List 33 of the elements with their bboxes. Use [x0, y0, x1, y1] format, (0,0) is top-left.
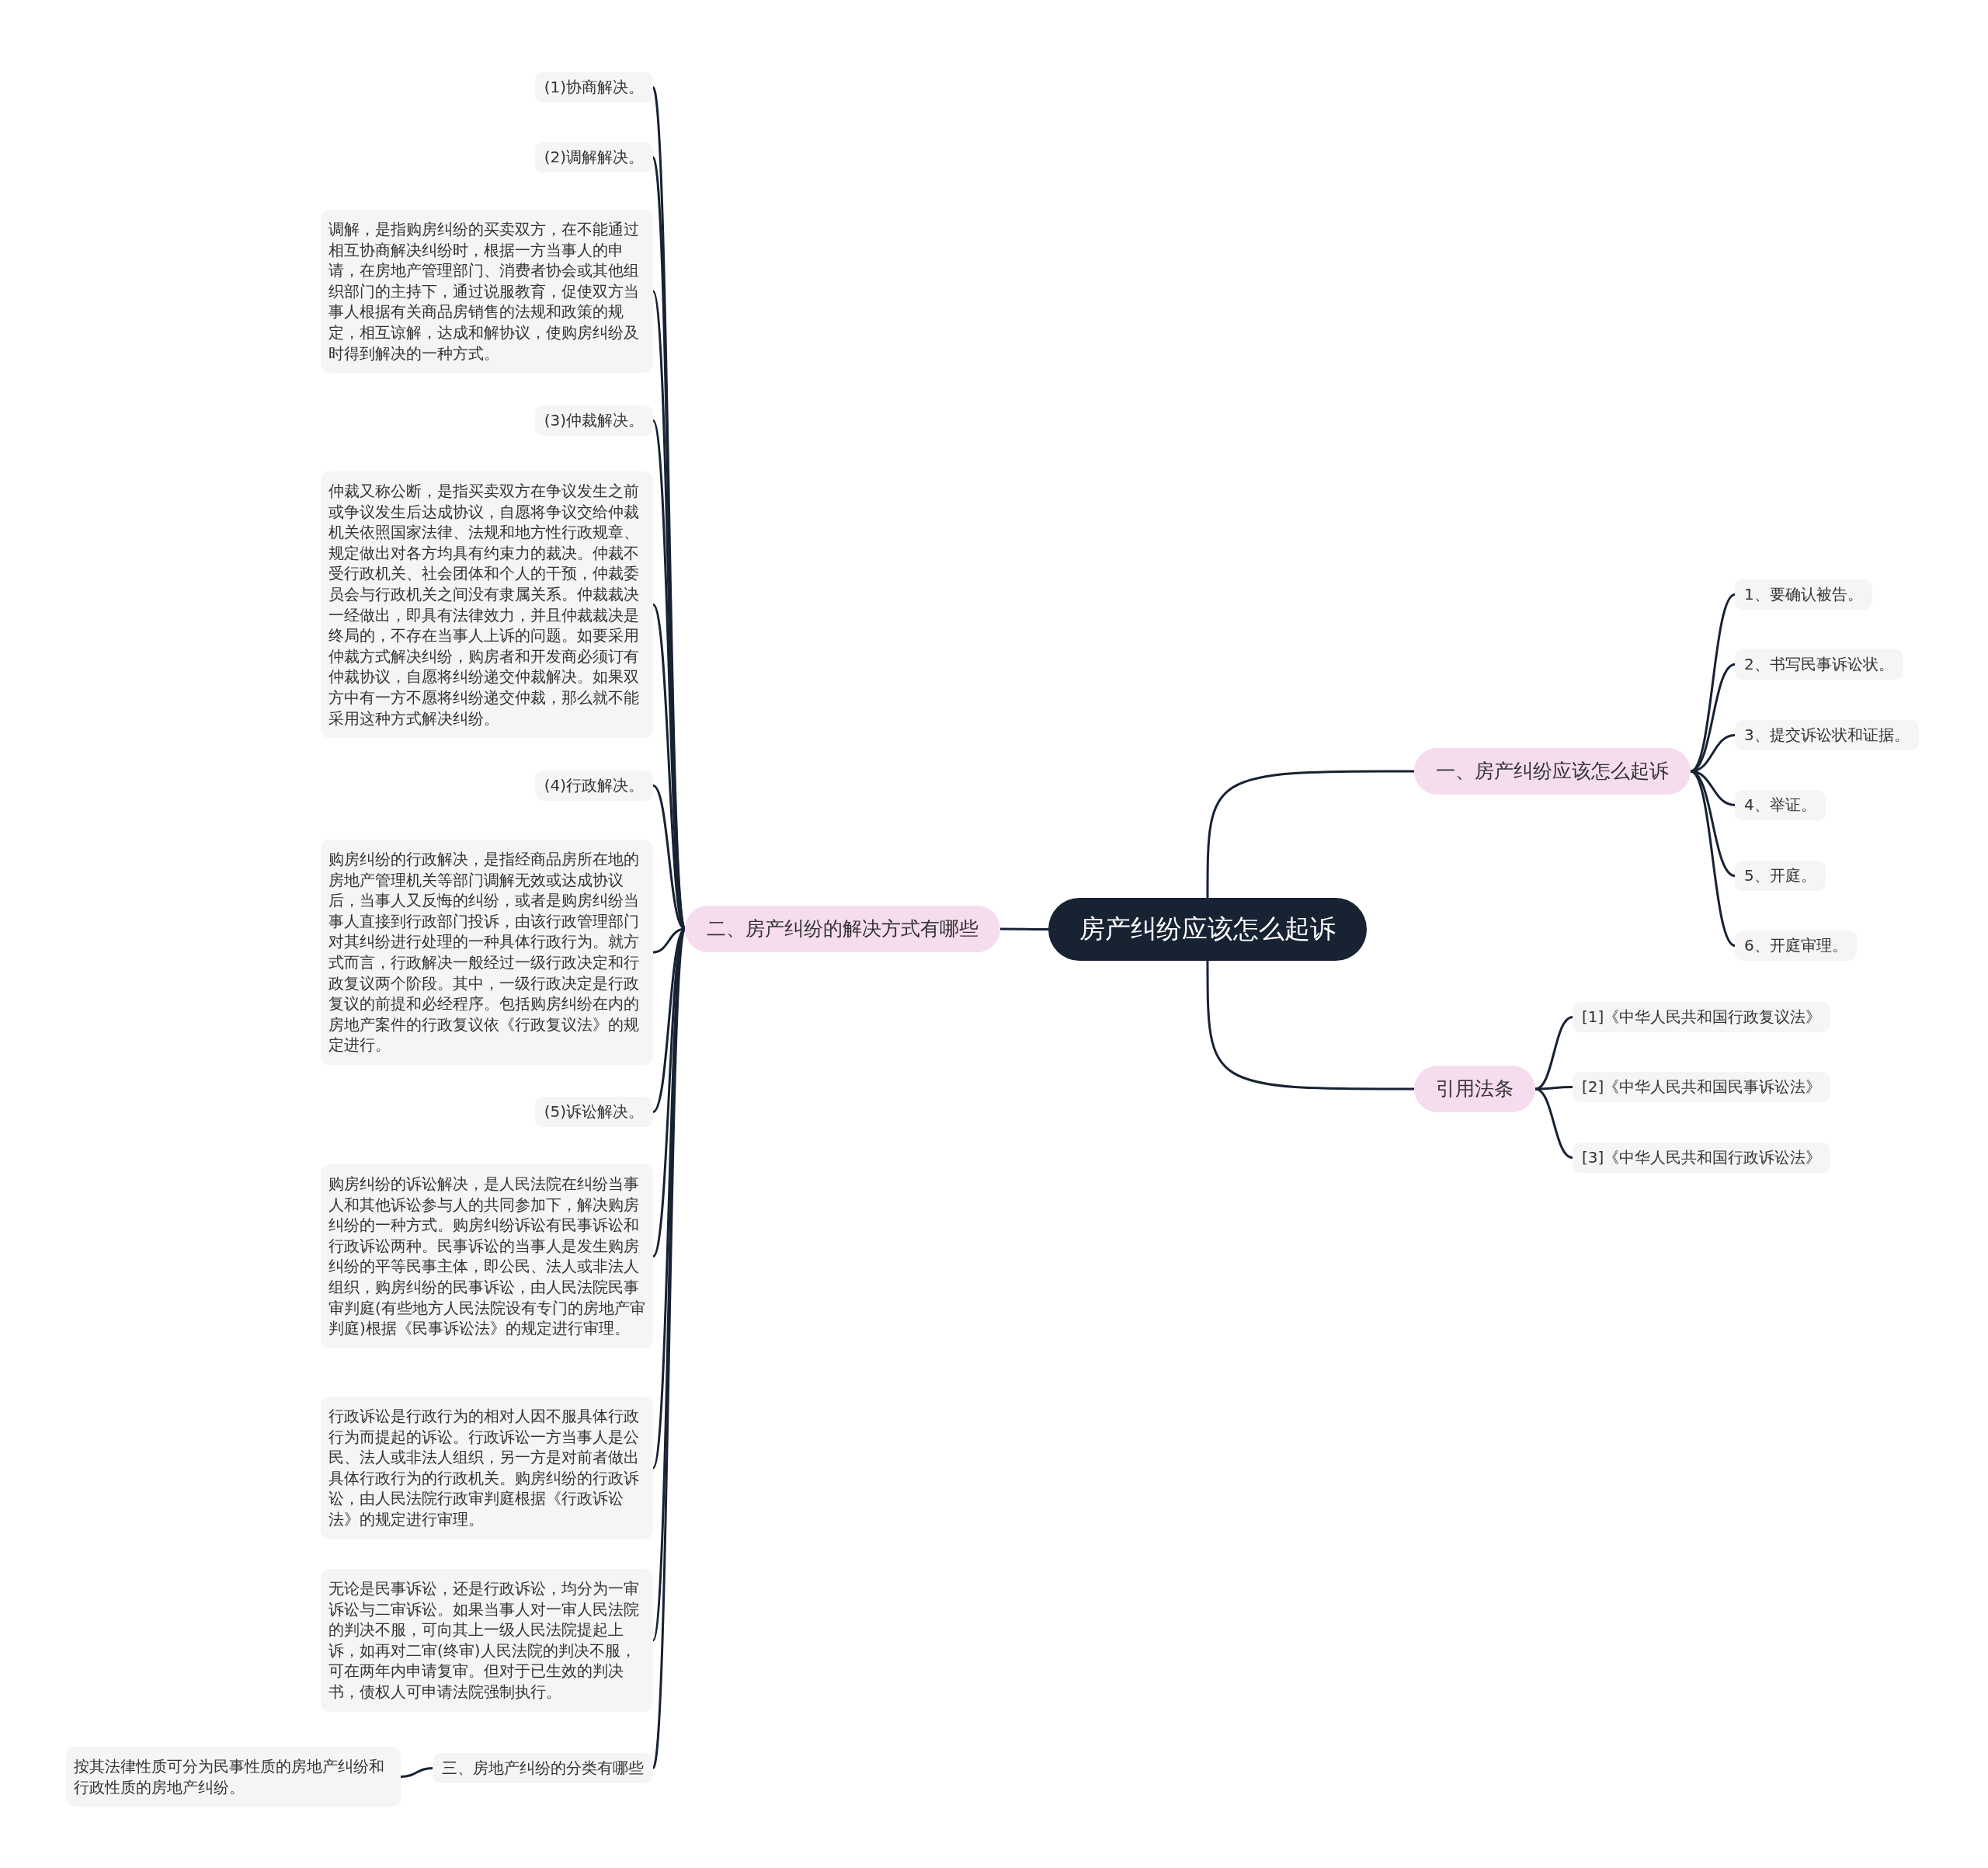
- subtopic: (5)诉讼解决。: [534, 1097, 653, 1127]
- connector-line: [1535, 1086, 1573, 1091]
- subtopic: [2]《中华人民共和国民事诉讼法》: [1573, 1072, 1831, 1102]
- subtopic: 2、书写民事诉讼状。: [1735, 649, 1903, 680]
- branch-topic: 二、房产纠纷的解决方式有哪些: [685, 906, 1000, 952]
- note-card: 仲裁又称公断，是指买卖双方在争议发生之前或争议发生后达成协议，自愿将争议交给仲裁机关依照国家法律、法规和地方性行政规章、规定做出对各方均具有约束力的裁决。仲裁不受行政机关、社会团体和个人的干预，仲裁委员会与行政机关之间没有隶属关系。仲裁裁决一经做出，即具有法律效力，并且仲裁裁决是终局的，不存在当事人上诉的问题。如要采用仲裁方式解决纠纷，购房者和开发商必须订有仲裁协议，自愿将纠纷递交仲裁解决。如果双方中有一方不愿将纠纷递交仲裁，那么就不能采用这种方式解决纠纷。: [321, 471, 653, 739]
- subtopic: 5、开庭。: [1735, 861, 1826, 891]
- branch-topic: 引用法条: [1414, 1066, 1535, 1112]
- subtopic: (2)调解解决。: [534, 142, 653, 172]
- note-card: 购房纠纷的诉讼解决，是人民法院在纠纷当事人和其他诉讼参与人的共同参加下，解决购房纠纷的一种方式。购房纠纷诉讼有民事诉讼和行政诉讼两种。民事诉讼的当事人是发生购房纠纷的平等民事主体，即公民、法人或非法人组织，购房纠纷的民事诉讼，由人民法院民事审判庭(有些地方人民法院设有专门的房地产审判庭)根据《民事诉讼法》的规定进行审理。: [321, 1164, 653, 1348]
- connector-line: [1206, 961, 1414, 1091]
- connector-line: [400, 1767, 433, 1778]
- subtopic: [1]《中华人民共和国行政复议法》: [1573, 1002, 1831, 1032]
- subtopic: 4、举证。: [1735, 790, 1826, 820]
- connector-line: [1534, 1087, 1573, 1159]
- subtopic: 1、要确认被告。: [1735, 579, 1872, 610]
- subtopic: (4)行政解决。: [534, 771, 653, 801]
- connector-line: [1206, 770, 1414, 898]
- subtopic: 3、提交诉讼状和证据。: [1735, 720, 1919, 750]
- note-card: 调解，是指购房纠纷的买卖双方，在不能通过相互协商解决纠纷时，根据一方当事人的申请，在房地产管理部门、消费者协会或其他组织部门的主持下，通过说服教育，促使双方当事人根据有关商品房销售的法规和政策的规定，相互谅解，达成和解协议，使购房纠纷及时得到解决的一种方式。: [321, 210, 653, 374]
- subtopic: (3)仲裁解决。: [534, 405, 653, 436]
- connector-line: [1000, 927, 1048, 931]
- branch-topic: 一、房产纠纷应该怎么起诉: [1414, 748, 1691, 795]
- subtopic: 三、房地产纠纷的分类有哪些: [433, 1753, 653, 1783]
- connector-line: [1690, 770, 1736, 947]
- note-card: 行政诉讼是行政行为的相对人因不服具体行政行为而提起的诉讼。行政诉讼一方当事人是公民、法人或非法人组织，另一方是对前者做出具体行政行为的行政机关。购房纠纷的行政诉讼，由人民法院行政审判庭根据《行政诉讼法》的规定进行审理。: [321, 1397, 653, 1539]
- note-card: 按其法律性质可分为民事性质的房地产纠纷和行政性质的房地产纠纷。: [66, 1747, 401, 1807]
- central-topic: 房产纠纷应该怎么起诉: [1048, 898, 1367, 961]
- subtopic: (1)协商解决。: [534, 72, 653, 103]
- subtopic: [3]《中华人民共和国行政诉讼法》: [1573, 1143, 1831, 1173]
- note-card: 购房纠纷的行政解决，是指经商品房所在地的房地产管理机关等部门调解无效或达成协议后，当事人又反悔的纠纷，或者是购房纠纷当事人直接到行政部门投诉，由该行政管理部门对其纠纷进行处理的一种具体行政行为。就方式而言，行政解决一般经过一级行政决定和行政复议两个阶段。其中，一级行政决定是行政复议的前提和必经程序。包括购房纠纷在内的房地产案件的行政复议依《行政复议法》的规定进行。: [321, 840, 653, 1065]
- note-card: 无论是民事诉讼，还是行政诉讼，均分为一审诉讼与二审诉讼。如果当事人对一审人民法院的判决不服，可向其上一级人民法院提起上诉，如再对二审(终审)人民法院的判决不服，可在两年内申请复审。但对于已生效的判决书，债权人可申请法院强制执行。: [321, 1569, 653, 1712]
- subtopic: 6、开庭审理。: [1735, 931, 1857, 961]
